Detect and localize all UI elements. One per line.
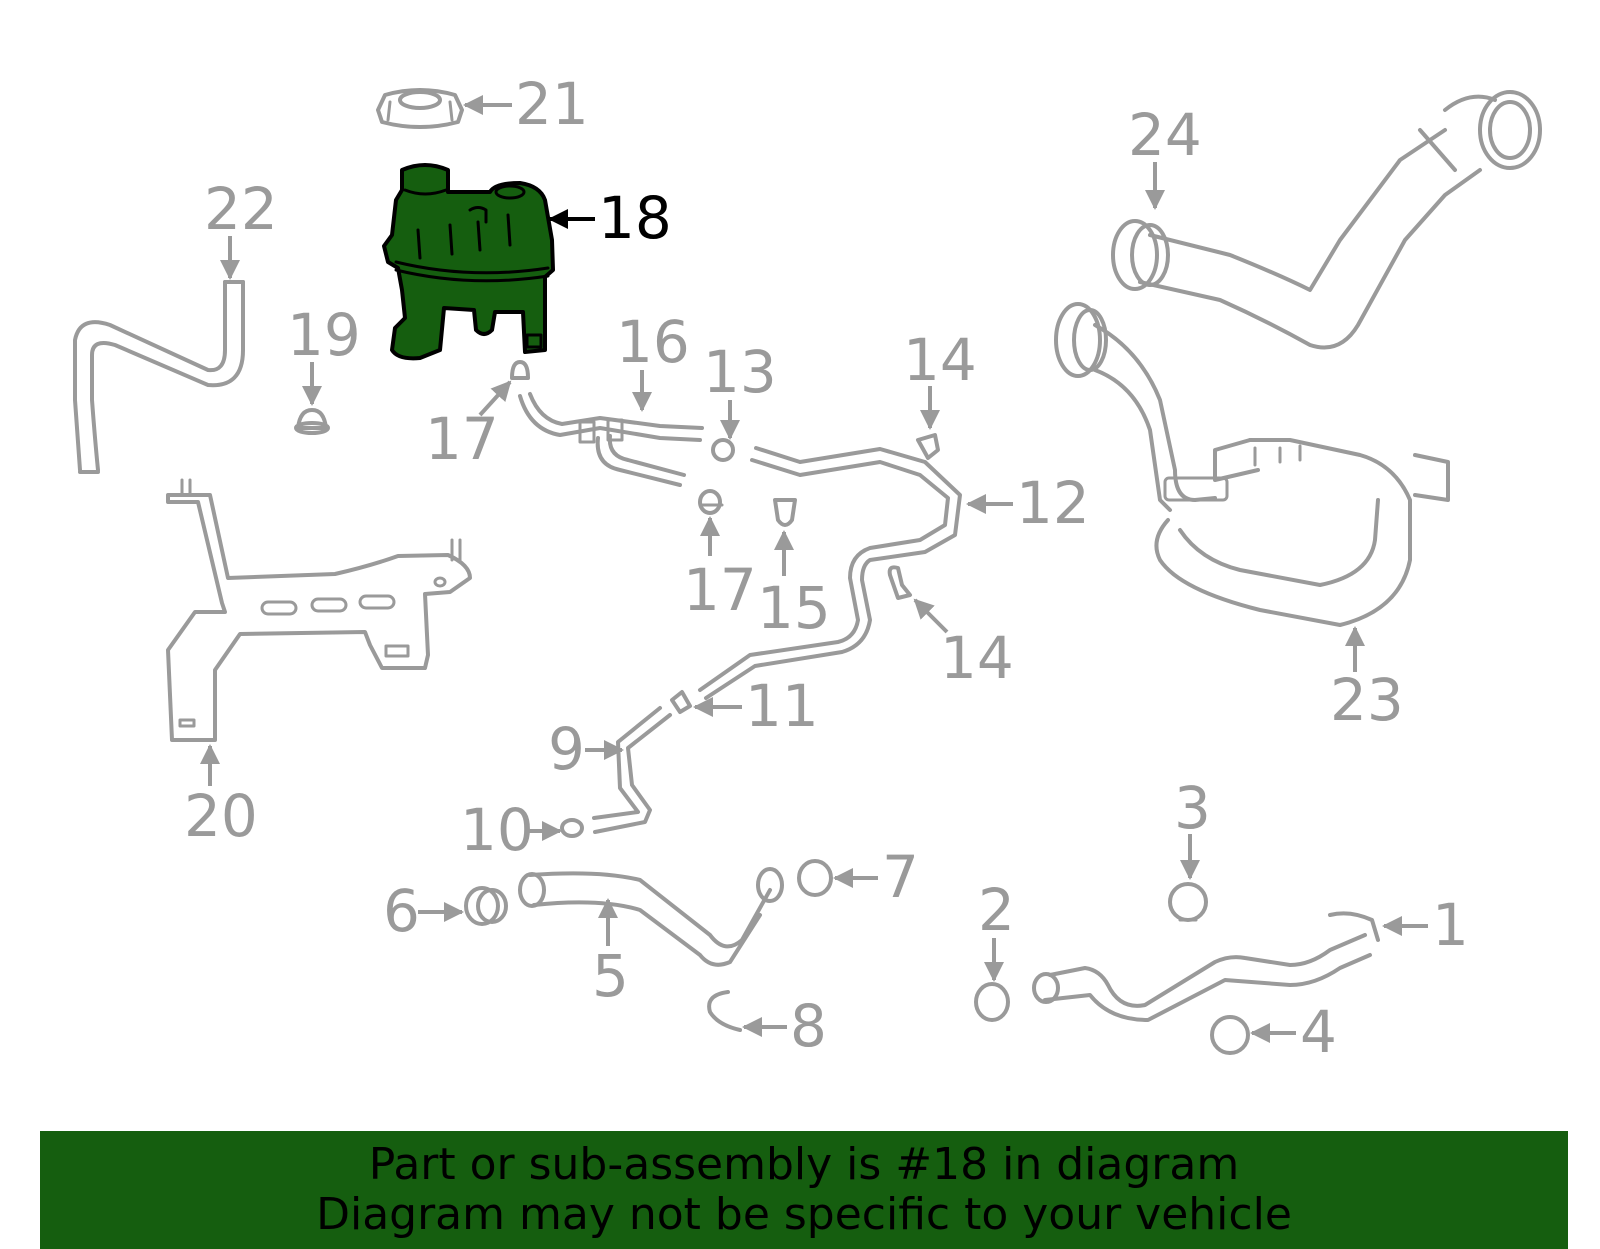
- callout-12-label: 12: [1016, 469, 1090, 537]
- callout-7-label: 7: [882, 843, 919, 911]
- callout-23: 23: [1330, 626, 1404, 734]
- callout-17-upper: 17: [425, 380, 512, 473]
- part-9-pipe: [592, 706, 672, 834]
- part-11-clamp: [670, 690, 692, 714]
- part-24-upper-hose: [1111, 90, 1542, 350]
- callout-20: 20: [184, 744, 258, 850]
- callout-14-lower-label: 14: [940, 624, 1014, 692]
- callout-12: 12: [966, 469, 1090, 537]
- callout-18-label: 18: [598, 184, 672, 252]
- part-23-lower-hose: [1054, 302, 1450, 627]
- callout-15: 15: [757, 530, 831, 642]
- callout-3: 3: [1174, 774, 1211, 880]
- callout-19: 19: [287, 301, 361, 406]
- part-4-clamp: [1210, 1015, 1250, 1055]
- part-8-clip: [707, 990, 742, 1032]
- callout-24-label: 24: [1128, 101, 1202, 169]
- callout-5: 5: [592, 898, 629, 1010]
- callout-4: 4: [1250, 998, 1337, 1066]
- callout-10: 10: [460, 796, 562, 864]
- part-13-clamp: [711, 438, 735, 462]
- part-21-cap: [376, 88, 464, 129]
- part-12-coolant-pipe: [698, 446, 962, 700]
- part-14-clip-lower: [887, 565, 912, 600]
- info-banner: Part or sub-assembly is #18 in diagram D…: [40, 1131, 1568, 1249]
- part-2-clamp: [974, 982, 1010, 1022]
- callout-10-label: 10: [460, 796, 534, 864]
- part-17-clamp-lower: [698, 489, 724, 515]
- callout-4-label: 4: [1300, 998, 1337, 1066]
- callout-6-label: 6: [383, 877, 420, 945]
- callout-8: 8: [742, 992, 827, 1060]
- part-5-hose: [518, 867, 784, 967]
- part-19-grommet: [294, 408, 330, 435]
- callout-17-upper-label: 17: [425, 405, 499, 473]
- callout-3-label: 3: [1174, 774, 1211, 842]
- callout-7: 7: [833, 843, 919, 911]
- part-22-hose: [73, 280, 245, 474]
- part-16-vent-hose: [518, 392, 704, 487]
- callout-16-label: 16: [616, 308, 690, 376]
- part-7-clamp: [797, 859, 833, 897]
- callout-11: 11: [693, 672, 819, 740]
- callout-21-label: 21: [515, 70, 589, 138]
- callout-19-label: 19: [287, 301, 361, 369]
- callout-2-label: 2: [978, 876, 1015, 944]
- callout-23-label: 23: [1330, 666, 1404, 734]
- callout-1: 1: [1382, 891, 1469, 959]
- callout-1-label: 1: [1432, 891, 1469, 959]
- callout-21: 21: [463, 70, 589, 138]
- callout-17-lower-label: 17: [683, 556, 757, 624]
- callout-11-label: 11: [745, 672, 819, 740]
- callout-14-lower: 14: [913, 598, 1014, 692]
- callout-17-lower: 17: [683, 516, 757, 624]
- part-14-clip-upper: [916, 433, 940, 460]
- callout-18: 18: [548, 184, 672, 252]
- part-15-clip: [773, 498, 797, 527]
- part-6-connector: [464, 886, 508, 926]
- banner-line-2: Diagram may not be specific to your vehi…: [316, 1189, 1292, 1240]
- callout-8-label: 8: [790, 992, 827, 1060]
- callout-14-upper: 14: [903, 326, 977, 430]
- part-1-lower-hose: [1032, 911, 1380, 1022]
- callout-15-label: 15: [757, 574, 831, 642]
- banner-line-1: Part or sub-assembly is #18 in diagram: [368, 1139, 1240, 1190]
- callout-20-label: 20: [184, 782, 258, 850]
- callout-22-label: 22: [204, 175, 278, 243]
- callout-5-label: 5: [592, 942, 629, 1010]
- callout-13-label: 13: [703, 338, 777, 406]
- callout-22: 22: [204, 175, 278, 280]
- callout-9-label: 9: [548, 715, 585, 783]
- part-17-clamp-upper: [510, 360, 530, 380]
- callout-9: 9: [548, 715, 624, 783]
- callout-6: 6: [383, 877, 464, 945]
- part-10-plug: [560, 818, 584, 838]
- callout-16: 16: [616, 308, 690, 412]
- callout-2: 2: [978, 876, 1015, 982]
- callout-13: 13: [703, 338, 777, 440]
- part-18-coolant-reservoir: [382, 163, 555, 361]
- callout-24: 24: [1128, 101, 1202, 210]
- callout-14-upper-label: 14: [903, 326, 977, 394]
- part-3-clamp: [1168, 882, 1208, 922]
- part-20-bracket: [166, 478, 472, 742]
